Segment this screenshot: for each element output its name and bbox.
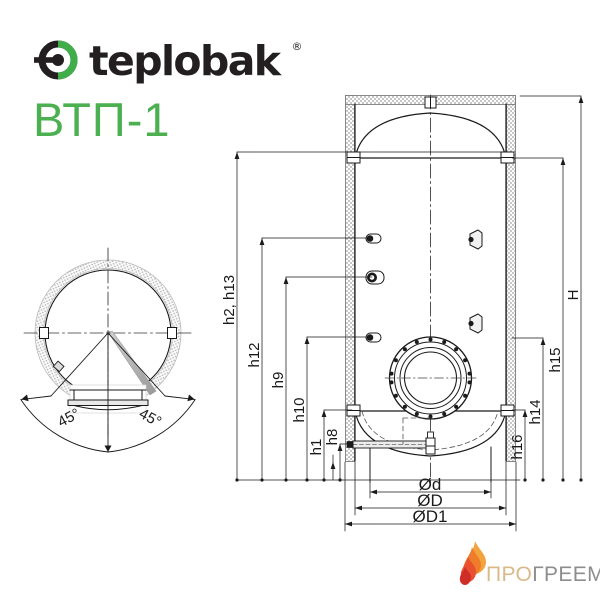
watermark-text-part2: ГРЕЕМ — [532, 563, 600, 586]
dim-label-h2-h13: h2, h13 — [221, 275, 238, 325]
dim-label-d: Ød — [419, 475, 442, 494]
dimension-lines — [235, 95, 582, 532]
dim-label-h10: h10 — [291, 397, 308, 422]
circle-target-icon — [34, 38, 78, 82]
dim-label-h14: h14 — [527, 399, 544, 424]
flame-icon — [459, 541, 486, 585]
dim-label-H: H — [565, 290, 582, 301]
dim-label-h16: h16 — [509, 434, 526, 459]
registered-mark: ® — [291, 39, 303, 53]
watermark-text-part1: ПРО — [486, 563, 533, 586]
right-port-1 — [468, 229, 483, 250]
model-code: ВТП-1 — [33, 93, 171, 146]
dim-label-h9: h9 — [270, 372, 287, 389]
left-port-2 — [365, 270, 385, 285]
dim-label-h1: h1 — [308, 439, 325, 456]
top-view-group — [20, 247, 196, 453]
dim-label-D1: ØD1 — [413, 507, 448, 526]
brand-name: teplobak — [89, 36, 281, 85]
front-view-group — [345, 94, 516, 486]
inspection-flange — [384, 336, 477, 420]
watermark: ПРОГРЕЕМ — [455, 541, 600, 593]
watermark-text: ПРОГРЕЕМ — [486, 564, 600, 585]
brand-logo: teplobak ® — [34, 36, 303, 85]
right-port-2 — [468, 313, 483, 334]
dimension-arrowheads — [234, 96, 584, 527]
left-port-3 — [365, 332, 382, 343]
dim-label-D: ØD — [417, 491, 443, 510]
dim-label-h12: h12 — [246, 342, 263, 367]
left-port-1 — [365, 233, 382, 244]
dim-label-h8: h8 — [324, 429, 341, 446]
dim-label-h15: h15 — [547, 347, 564, 372]
